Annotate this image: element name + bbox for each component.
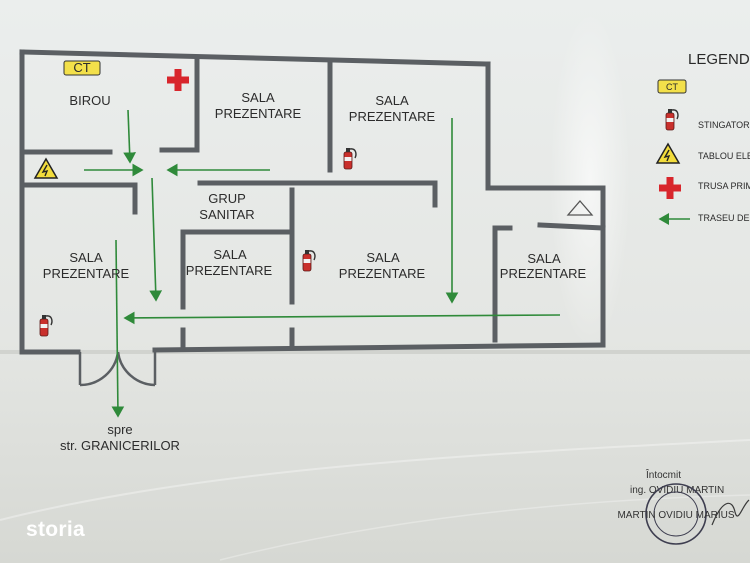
room-sala-small-line2: PREZENTARE: [186, 263, 273, 278]
room-sala-top-right-line1: SALA: [375, 93, 409, 108]
room-sala-top-right-line2: PREZENTARE: [349, 109, 436, 124]
room-sala-small-line1: SALA: [213, 247, 247, 262]
brand-watermark: storia: [26, 518, 85, 541]
legend-ct-swatch: [657, 79, 687, 94]
legend: LEGEND CT STINGATOR TABLOU ELE TRUSA PRI…: [656, 51, 750, 225]
signature: [711, 499, 750, 526]
exit-street: str. GRANICERILOR: [60, 438, 180, 453]
legend-ct-label: CT: [666, 82, 678, 92]
route-arrow: [149, 177, 163, 302]
room-sala-left-line1: SALA: [69, 250, 103, 265]
room-sala-top-mid-line1: SALA: [241, 90, 275, 105]
room-sala-left-line2: PREZENTARE: [43, 266, 130, 281]
room-sala-center-line1: SALA: [366, 250, 400, 265]
ct-box: CT: [63, 60, 101, 76]
stamp-text: MARTIN OVIDIU MARIUS: [617, 510, 734, 521]
legend-item-panel: TABLOU ELE: [698, 151, 750, 161]
legend-item-route: TRASEU DE: [698, 213, 750, 223]
legend-item-extinguisher: STINGATOR: [698, 120, 750, 130]
author-intocmit: Întocmit: [645, 468, 681, 481]
route-arrow: [123, 311, 561, 325]
author-stamp: [645, 483, 707, 545]
room-grup-sanitar-line2: SANITAR: [199, 207, 254, 222]
room-birou: BIROU: [69, 93, 110, 108]
legend-item-kit: TRUSA PRIM: [698, 181, 750, 191]
room-sala-right-line1: SALA: [527, 251, 561, 266]
warning-triangle-icon: [566, 200, 594, 216]
room-sala-center-line2: PREZENTARE: [339, 266, 426, 281]
room-sala-top-mid-line2: PREZENTARE: [215, 106, 302, 121]
route-arrow: [111, 239, 125, 418]
exit-spre: spre: [107, 422, 132, 437]
room-grup-sanitar-line1: GRUP: [208, 191, 246, 206]
room-sala-right-line2: PREZENTARE: [500, 266, 587, 281]
floor-plan-walls: [19, 49, 606, 355]
author-name: ing. OVIDIU MARTIN: [630, 485, 724, 496]
route-arrow: [123, 109, 137, 164]
ct-label: CT: [73, 60, 90, 75]
evacuation-route-arrows: [84, 109, 561, 418]
legend-title: LEGEND: [688, 51, 750, 68]
